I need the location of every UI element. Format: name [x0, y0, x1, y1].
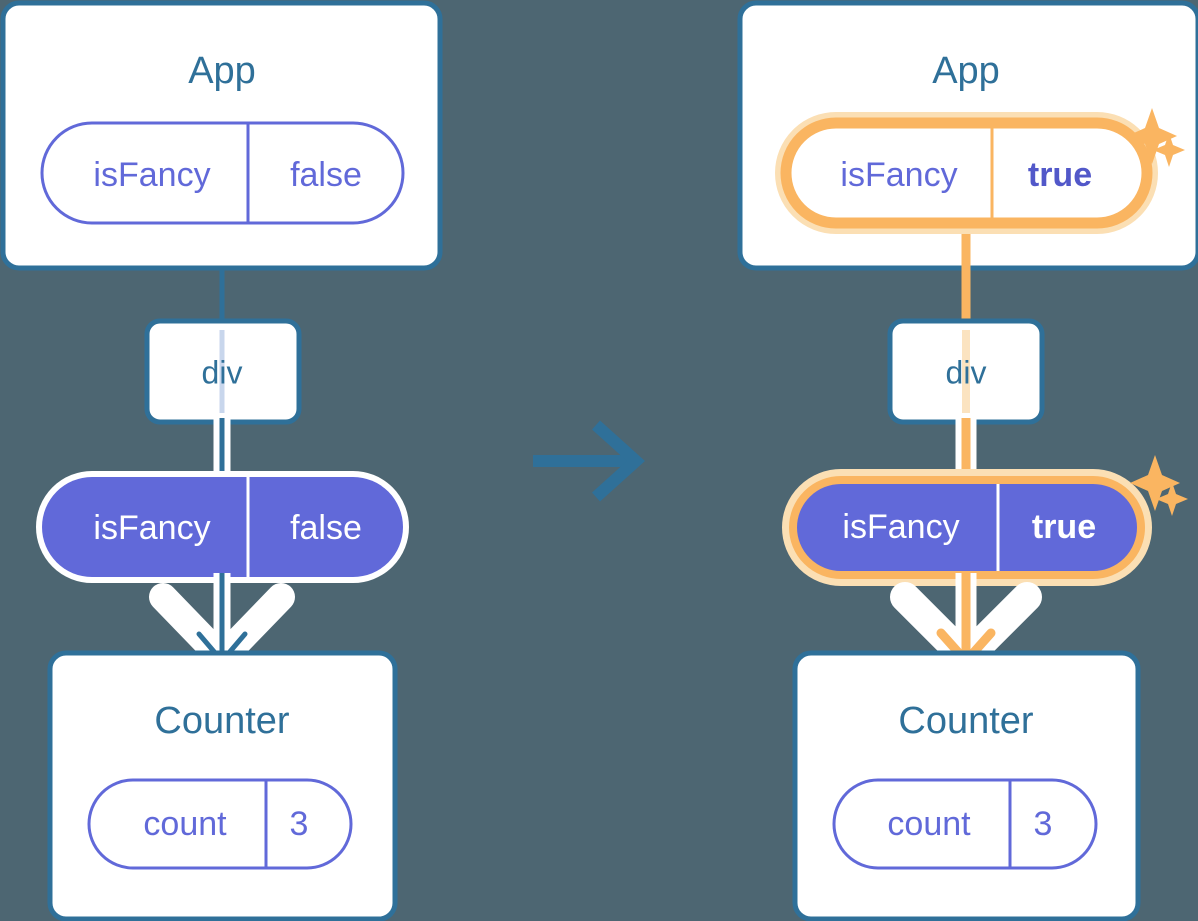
- state-pill-isfancy-before: [40, 121, 405, 225]
- counter-pill-name-before: count: [143, 805, 227, 843]
- state-pill-value-before: false: [290, 156, 362, 194]
- sparkle-small-top-icon: [1153, 133, 1185, 167]
- counter-pill-value-before: 3: [290, 805, 309, 843]
- div-node-label-before: div: [202, 354, 243, 390]
- sparkle-large-mid-icon: [1130, 455, 1180, 511]
- edge-prop-to-counter-after: [936, 573, 996, 666]
- prop-pill-name-after: isFancy: [842, 508, 959, 546]
- counter-pill-name-after: count: [887, 805, 971, 843]
- app-card-title-before: App: [188, 50, 256, 92]
- arrow-right-icon: [533, 420, 645, 502]
- div-node-label-after: div: [946, 354, 987, 390]
- app-card-title-after: App: [932, 50, 1000, 92]
- prop-pill-value-before: false: [290, 509, 362, 547]
- prop-pill-value-after: true: [1032, 508, 1096, 546]
- sparkle-small-mid-icon: [1156, 482, 1188, 516]
- state-pill-value-after: true: [1028, 156, 1092, 194]
- state-pill-name-after: isFancy: [840, 156, 957, 194]
- sparkle-large-top-icon: [1127, 108, 1177, 164]
- prop-pill-isfancy-before: [42, 477, 403, 577]
- counter-pill-count-after: [832, 778, 1098, 870]
- state-pill-isfancy-after: [780, 117, 1153, 229]
- state-pill-name-before: isFancy: [93, 156, 210, 194]
- prop-pill-name-before: isFancy: [93, 509, 210, 547]
- counter-pill-count-before: [87, 778, 353, 870]
- counter-pill-value-after: 3: [1034, 805, 1053, 843]
- counter-card-title-after: Counter: [898, 700, 1034, 742]
- counter-card-title-before: Counter: [154, 700, 290, 742]
